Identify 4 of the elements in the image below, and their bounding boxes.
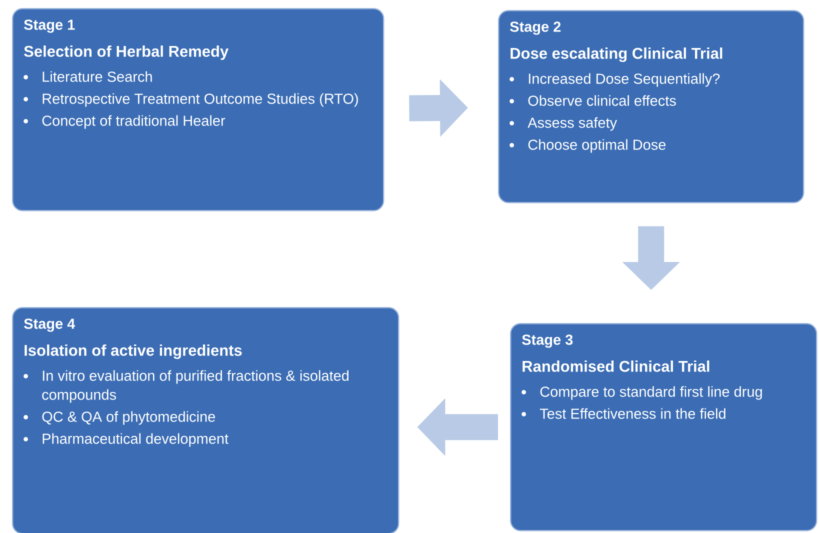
stage-box: Stage 3 Randomised Clinical Trial Compare to standard first line drug Test Effectiveness in the field: [510, 323, 818, 532]
stage-box: Stage 4 Isolation of active ingredients In vitro evaluation of purified fractions & isolated compounds QC & QA of phytomedicine Pharmaceutical development: [12, 307, 400, 533]
stage-box: Stage 1 Selection of Herbal Remedy Literature Search Retrospective Treatment Outcome Studies (RTO) Concept of traditional Healer: [12, 8, 384, 212]
stage-box: Stage 2 Dose escalating Clinical Trial Increased Dose Sequentially? Observe clinical effects Assess safety Choose optimal Dose: [498, 10, 804, 204]
